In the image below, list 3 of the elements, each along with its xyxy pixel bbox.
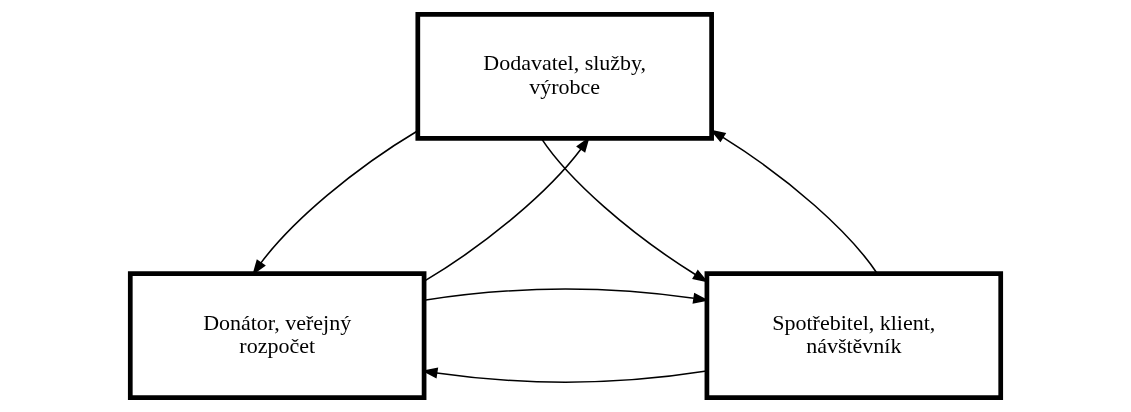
node-box: Dodavatel, služby, výrobce (415, 11, 714, 141)
node-box: Donátor, veřejný rozpočet (127, 271, 427, 401)
node-box: Spotřebitel, klient, návštěvník (704, 271, 1004, 401)
